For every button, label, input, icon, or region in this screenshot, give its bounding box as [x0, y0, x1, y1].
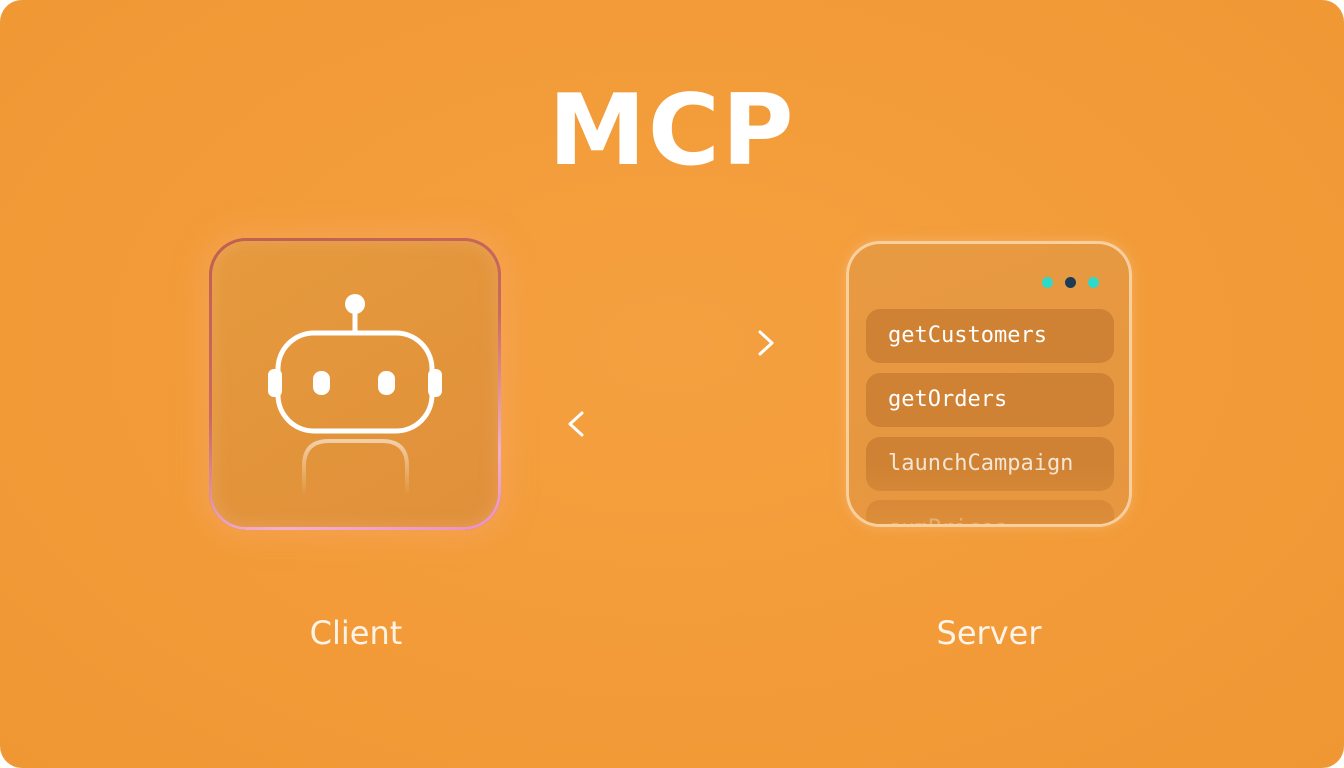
tool-item: launchCampaign	[866, 437, 1114, 491]
diagram-title: MCP	[548, 74, 796, 188]
window-dot-2	[1065, 277, 1076, 288]
server-label: Server	[936, 614, 1042, 652]
request-response-arrows	[568, 330, 774, 437]
client-label: Client	[309, 614, 403, 652]
tool-item: sumPrices	[866, 500, 1114, 524]
window-dot-3	[1088, 277, 1099, 288]
window-controls	[1042, 277, 1099, 288]
server-card: getCustomers getOrders launchCampaign su…	[846, 241, 1132, 527]
tool-item: getCustomers	[866, 309, 1114, 363]
arrow-left-icon	[568, 411, 760, 437]
client-card	[212, 241, 498, 527]
arrow-right-icon	[580, 330, 774, 356]
window-dot-1	[1042, 277, 1053, 288]
robot-icon	[268, 294, 442, 496]
tool-item: getOrders	[866, 373, 1114, 427]
